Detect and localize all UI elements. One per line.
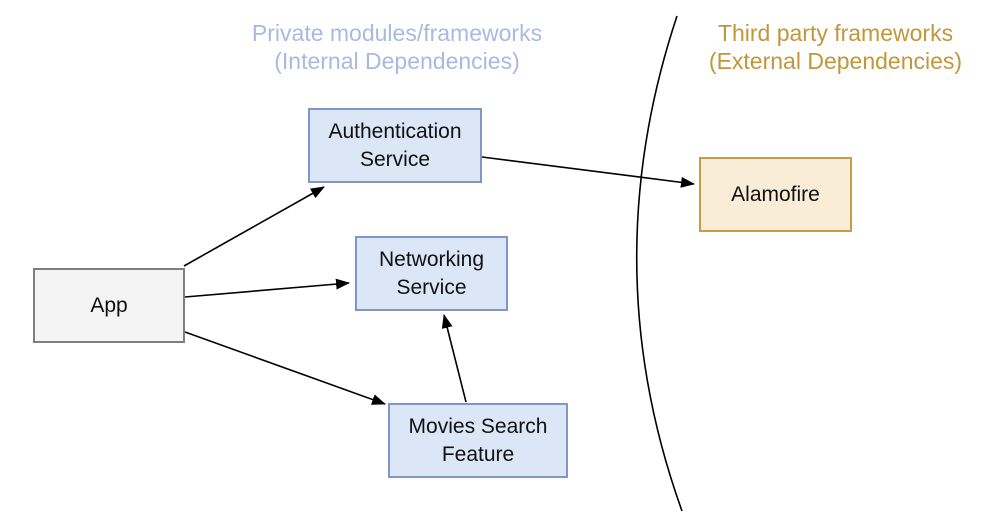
edge-movies-search-feature-to-networking-service (441, 314, 467, 403)
internal-dependencies-header: Private modules/frameworks (Internal Dep… (212, 19, 582, 75)
internal-header-line2: (Internal Dependencies) (274, 48, 520, 74)
edge-app-to-movies-search-feature (184, 331, 386, 405)
node-movies-search-feature: Movies Search Feature (388, 403, 568, 478)
edge-authentication-service-to-alamofire (481, 156, 695, 188)
node-authentication-service-label: Authentication Service (328, 119, 462, 171)
internal-header-line1: Private modules/frameworks (251, 20, 543, 46)
node-networking-service: Networking Service (355, 236, 508, 311)
node-networking-service-label: Networking Service (378, 247, 485, 299)
node-app: App (33, 268, 185, 343)
external-header-line2: (External Dependencies) (708, 48, 963, 74)
node-app-label: App (90, 293, 128, 317)
node-authentication-service: Authentication Service (308, 108, 482, 183)
external-header-line1: Third party frameworks (717, 20, 954, 46)
internal-external-divider-curve (635, 15, 683, 512)
external-dependencies-header: Third party frameworks (External Depende… (663, 19, 1000, 75)
node-alamofire-label: Alamofire (731, 182, 820, 206)
edge-app-to-networking-service (184, 278, 350, 298)
node-alamofire: Alamofire (699, 157, 852, 232)
edge-app-to-authentication-service (183, 186, 325, 267)
node-movies-search-feature-label: Movies Search Feature (408, 414, 548, 466)
